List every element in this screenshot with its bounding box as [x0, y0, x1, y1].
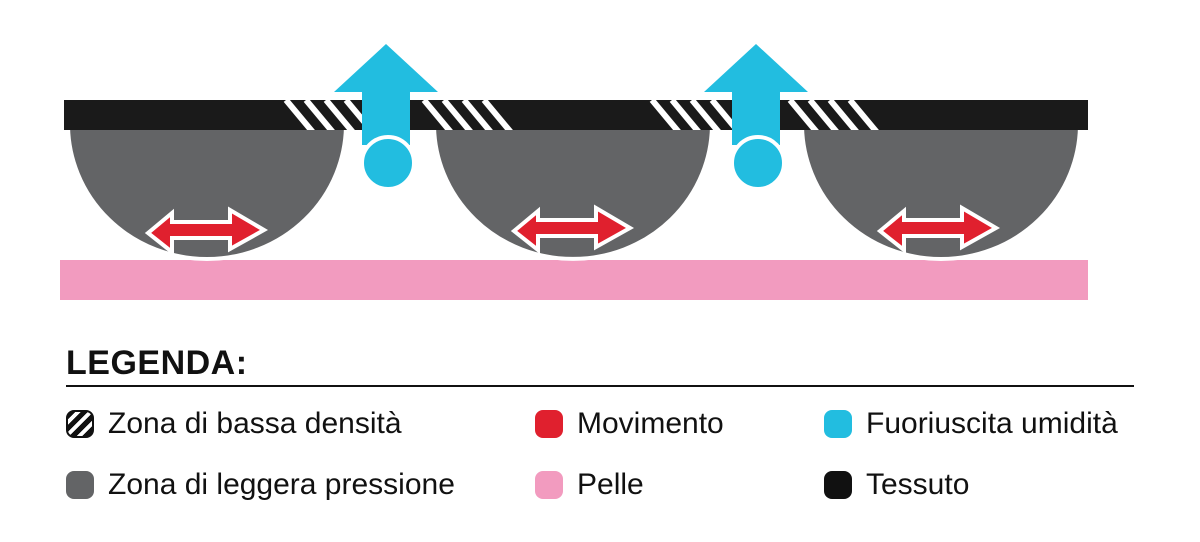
legend-title: LEGENDA:: [66, 344, 248, 382]
pressure-zone-2: [431, 122, 715, 261]
movement-arrow-2: [510, 204, 635, 255]
legend-item-low-density: Zona di bassa densità: [66, 404, 402, 444]
blue-swatch-icon: [824, 410, 852, 438]
skin-layer: [60, 260, 1088, 300]
fabric-diagram: [60, 44, 1088, 300]
movement-arrow-1: [144, 206, 269, 257]
low-density-zones: [283, 100, 879, 130]
pressure-zones: [65, 122, 1083, 261]
moisture-arrow-2: [704, 44, 808, 191]
pressure-zone-3: [799, 122, 1083, 261]
legend-label: Zona di bassa densità: [108, 407, 402, 440]
legend-label: Pelle: [577, 468, 644, 501]
legend-divider: [66, 385, 1134, 387]
legend-label: Zona di leggera pressione: [108, 468, 455, 501]
legend-item-pressure: Zona di leggera pressione: [66, 465, 455, 505]
legend-label: Tessuto: [866, 468, 970, 501]
movement-arrows: [144, 204, 1001, 257]
pressure-zone-1: [65, 122, 349, 261]
black-swatch-icon: [824, 471, 852, 499]
legend-item-movement: Movimento: [535, 404, 724, 444]
legend-item-skin: Pelle: [535, 465, 644, 505]
legend-item-moisture: Fuoriuscita umidità: [824, 404, 1118, 444]
moisture-arrow-1: [334, 44, 438, 191]
legend-label: Movimento: [577, 407, 724, 440]
low-density-zone-2: [649, 100, 879, 130]
legend-item-fabric: Tessuto: [824, 465, 969, 505]
pink-swatch-icon: [535, 471, 563, 499]
red-swatch-icon: [535, 410, 563, 438]
hatch-swatch-icon: [66, 410, 94, 438]
fabric-layer: [64, 100, 1088, 130]
low-density-zone-1: [283, 100, 513, 130]
legend-label: Fuoriuscita umidità: [866, 407, 1118, 440]
movement-arrow-3: [876, 204, 1001, 255]
gray-swatch-icon: [66, 471, 94, 499]
